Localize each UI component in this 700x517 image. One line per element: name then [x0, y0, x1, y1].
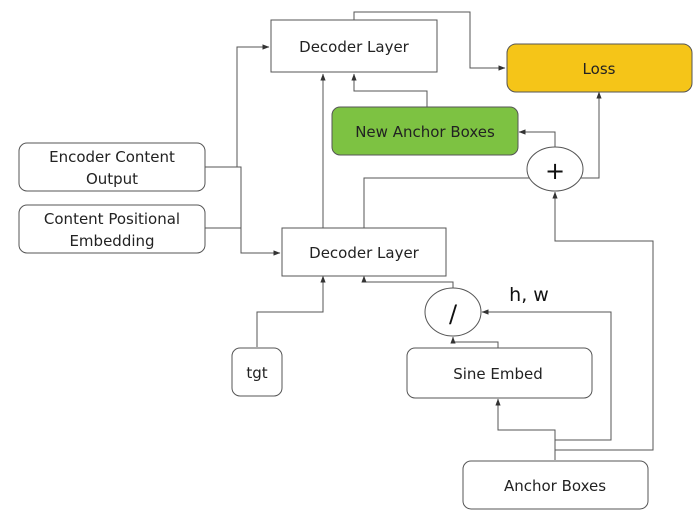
- node-new-anchor-boxes: New Anchor Boxes: [331, 106, 519, 156]
- edge-new-anchor-to-decoder-top: [351, 73, 428, 107]
- new-anchor-boxes-label: New Anchor Boxes: [355, 123, 495, 141]
- edge-decoder-bottom-to-loss: [363, 91, 602, 228]
- decoder-layer-top-label: Decoder Layer: [299, 38, 410, 56]
- node-plus: +: [526, 146, 584, 192]
- edge-tgt-to-decoder-bottom: [256, 275, 326, 347]
- content-positional-embedding-line1: Content Positional: [44, 210, 180, 228]
- node-encoder-content-output: Encoder Content Output: [18, 142, 206, 192]
- node-sine-embed: Sine Embed: [406, 347, 593, 399]
- node-tgt: tgt: [231, 347, 283, 397]
- node-divide: /: [424, 287, 482, 337]
- edges: [205, 11, 654, 460]
- loss-label: Loss: [583, 60, 616, 78]
- node-loss: Loss: [506, 43, 693, 93]
- divide-symbol: /: [449, 300, 458, 328]
- tgt-label: tgt: [246, 364, 267, 382]
- node-content-positional-embedding: Content Positional Embedding: [18, 204, 206, 254]
- node-decoder-layer-top: Decoder Layer: [270, 19, 438, 73]
- hw-label: h, w: [509, 284, 549, 306]
- content-positional-embedding-line2: Embedding: [69, 232, 154, 250]
- edge-encoder-to-decoder-bottom: [205, 166, 281, 256]
- edge-decoder-top-to-loss: [353, 11, 506, 71]
- anchor-boxes-label: Anchor Boxes: [504, 477, 606, 495]
- sine-embed-label: Sine Embed: [453, 365, 543, 383]
- edge-anchor-to-plus: [552, 191, 654, 451]
- edge-sine-to-divide: [450, 336, 499, 348]
- plus-symbol: +: [545, 157, 565, 185]
- encoder-content-output-line1: Encoder Content: [49, 148, 175, 166]
- decoder-layer-bottom-label: Decoder Layer: [309, 244, 420, 262]
- edge-anchor-to-divide: [481, 309, 612, 441]
- node-anchor-boxes: Anchor Boxes: [462, 460, 649, 510]
- edge-divide-to-decoder-bottom: [361, 275, 454, 288]
- edge-encoder-to-decoder-top: [205, 44, 270, 168]
- edge-anchor-to-sine: [495, 398, 556, 460]
- edge-plus-to-new-anchor: [518, 129, 556, 147]
- node-decoder-layer-bottom: Decoder Layer: [281, 227, 447, 277]
- encoder-content-output-line2: Output: [86, 170, 138, 188]
